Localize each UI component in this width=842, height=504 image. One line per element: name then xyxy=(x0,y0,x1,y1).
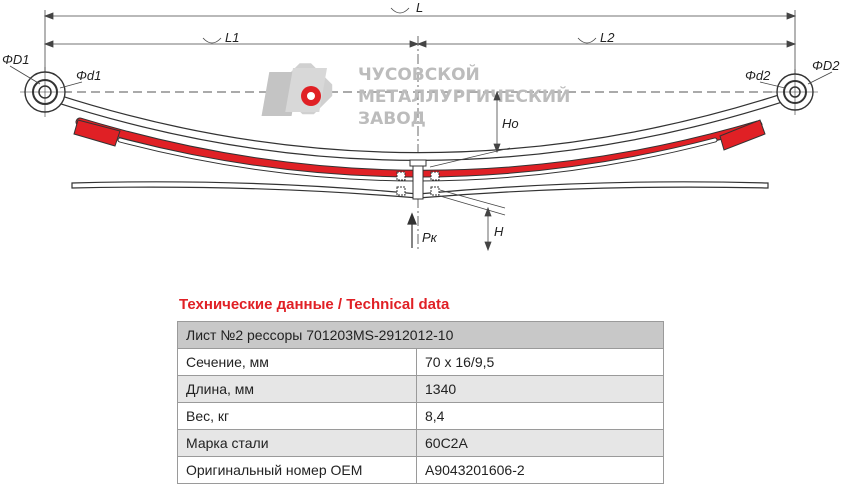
spec-table: Лист №2 рессоры 701203MS-2912012-10 Сече… xyxy=(177,321,664,484)
dimension-lines xyxy=(43,7,797,250)
spec-row-label: Сечение, мм xyxy=(177,348,417,376)
logo-line-1: ЧУСОВСКОЙ xyxy=(358,63,480,85)
flat-leaf xyxy=(71,181,769,199)
spec-title: Технические данные / Technical data xyxy=(179,296,450,313)
spec-row-value: 70 x 16/9,5 xyxy=(416,348,664,376)
company-logo: ЧУСОВСКОЙ МЕТАЛЛУРГИЧЕСКИЙ ЗАВОД xyxy=(261,63,570,129)
spec-row-value: 8,4 xyxy=(416,402,664,430)
leaf-spring-drawing: ЧУСОВСКОЙ МЕТАЛЛУРГИЧЕСКИЙ ЗАВОД xyxy=(2,0,840,252)
right-eye xyxy=(772,69,818,115)
height-dimensions xyxy=(429,90,511,252)
label-right-eye-inner: Φd2 xyxy=(745,68,771,83)
spec-row-label: Оригинальный номер OEM xyxy=(177,456,417,484)
label-loaded-height: H xyxy=(494,224,504,239)
left-eye xyxy=(20,67,70,117)
spec-header-row: Лист №2 рессоры 701203MS-2912012-10 xyxy=(177,321,664,349)
spec-row: Оригинальный номер OEM А9043201606-2 xyxy=(177,456,664,484)
label-left-eye-inner: Φd1 xyxy=(76,68,101,83)
spec-row: Длина, мм 1340 xyxy=(177,375,664,403)
eye-leaders xyxy=(9,65,833,89)
spec-row: Вес, кг 8,4 xyxy=(177,402,664,430)
spec-row: Марка стали 60С2А xyxy=(177,429,664,457)
label-total-length: L xyxy=(416,0,423,15)
label-left-eye-outer: ΦD1 xyxy=(2,52,30,67)
spec-row-value: 60С2А xyxy=(416,429,664,457)
label-right-eye-outer: ΦD2 xyxy=(812,58,840,73)
center-bolt xyxy=(396,159,440,200)
load-arrow xyxy=(407,212,417,248)
spec-row-value: 1340 xyxy=(416,375,664,403)
spring-clamps xyxy=(73,119,766,151)
spec-row-label: Марка стали xyxy=(177,429,417,457)
spec-row: Сечение, мм 70 x 16/9,5 xyxy=(177,348,664,376)
label-right-length: L2 xyxy=(600,30,615,45)
spec-row-value: А9043201606-2 xyxy=(416,456,664,484)
logo-line-2: МЕТАЛЛУРГИЧЕСКИЙ xyxy=(358,85,570,107)
label-left-length: L1 xyxy=(225,30,239,45)
label-load: Pк xyxy=(422,230,438,245)
spec-row-label: Вес, кг xyxy=(177,402,417,430)
spec-row-label: Длина, мм xyxy=(177,375,417,403)
logo-line-3: ЗАВОД xyxy=(358,109,426,129)
label-free-height: Ho xyxy=(502,116,519,131)
spec-header: Лист №2 рессоры 701203MS-2912012-10 xyxy=(177,321,664,349)
